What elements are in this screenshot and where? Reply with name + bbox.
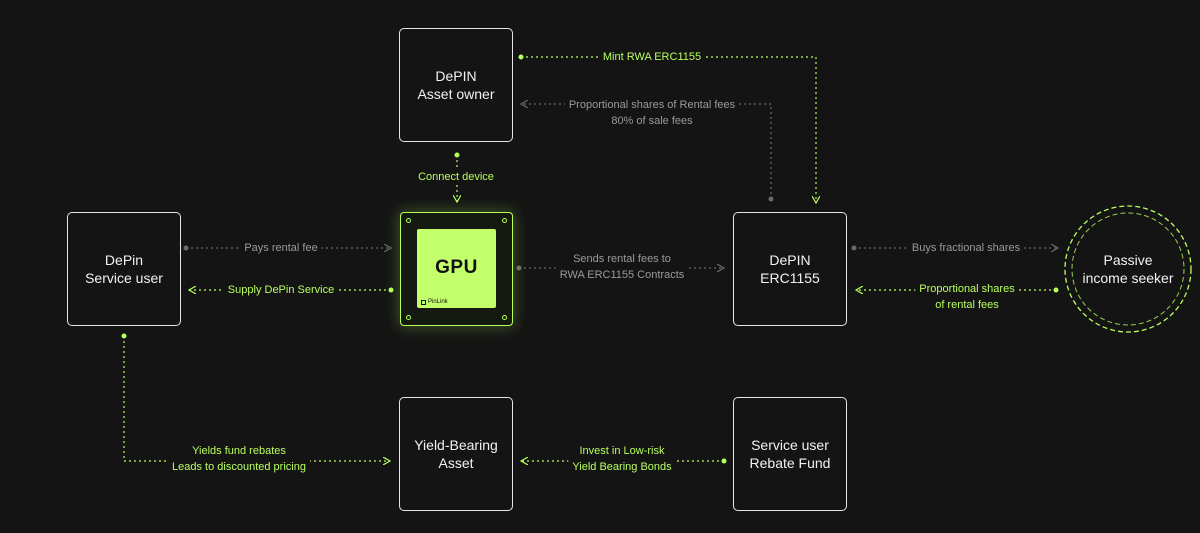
pinlink-logo-icon (421, 299, 426, 305)
label-mint: Mint RWA ERC1155 (598, 49, 706, 65)
label-pays-rental: Pays rental fee (240, 240, 322, 256)
gpu-brand: PinLink (421, 299, 448, 305)
label-sends-rental: Sends rental fees to RWA ERC1155 Contrac… (555, 251, 689, 283)
pin-bottom-left (406, 315, 411, 320)
label-buys-fractional: Buys fractional shares (907, 240, 1025, 256)
pin-bottom-right (502, 315, 507, 320)
edge-sends-rental (516, 266, 725, 271)
edge-yields-fund (121, 333, 391, 462)
label-supply-service: Supply DePin Service (223, 282, 339, 298)
gpu-brand-text: PinLink (428, 299, 448, 305)
edge-connect (455, 152, 460, 203)
label-proportional-owner: Proportional shares of Rental fees 80% o… (564, 97, 740, 129)
gpu-chip: GPU PinLink (417, 229, 496, 308)
label-connect: Connect device (414, 169, 498, 185)
edge-pays-rental (183, 246, 392, 251)
node-rebate-fund: Service user Rebate Fund (733, 397, 847, 511)
node-yield-asset: Yield-Bearing Asset (399, 397, 513, 511)
node-service-user: DePin Service user (67, 212, 181, 326)
pin-top-left (406, 218, 411, 223)
label-proportional-rental: Proportional shares of rental fees (915, 281, 1019, 313)
node-gpu: GPU PinLink (400, 212, 513, 326)
node-asset-owner: DePIN Asset owner (399, 28, 513, 142)
gpu-label: GPU (435, 257, 478, 278)
label-yields-fund: Yields fund rebates Leads to discounted … (168, 443, 310, 475)
node-erc1155: DePIN ERC1155 (733, 212, 847, 326)
node-passive-income: Passive income seeker (1082, 252, 1174, 286)
edge-mint (518, 54, 817, 204)
pin-top-right (502, 218, 507, 223)
label-invest: Invest in Low-risk Yield Bearing Bonds (568, 443, 676, 475)
passive-income-circle (1064, 205, 1192, 333)
